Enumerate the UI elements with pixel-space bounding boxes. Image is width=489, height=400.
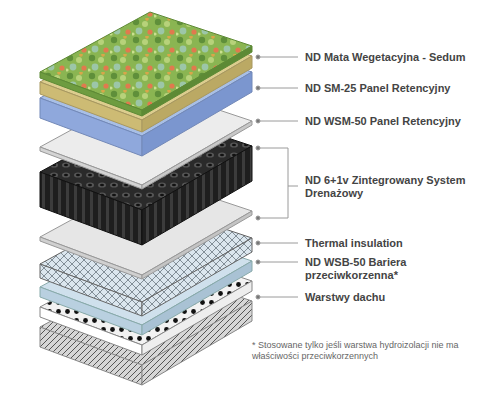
leader-lines xyxy=(256,295,260,299)
leader-lines xyxy=(256,86,260,90)
layer-label: ND WSB-50 Bariera przeciwkorzenna* xyxy=(305,256,433,282)
layer-label: Warstwy dachu xyxy=(305,291,485,304)
leader-lines xyxy=(256,146,260,150)
fleece-sheet xyxy=(40,147,142,189)
leader-lines xyxy=(256,241,260,245)
leader-lines xyxy=(256,260,260,264)
layer-label: ND 6+1v Zintegrowany System Drenażowy xyxy=(305,174,481,200)
leader-lines xyxy=(258,121,298,122)
sedum-mat xyxy=(40,12,252,116)
layer-label: Thermal insulation xyxy=(305,237,485,250)
leader-lines xyxy=(258,148,288,149)
leader-lines xyxy=(258,88,298,89)
leader-lines xyxy=(258,218,288,219)
leader-lines xyxy=(258,297,298,298)
leader-lines xyxy=(288,148,289,218)
leader-lines xyxy=(256,55,260,59)
layer-label: ND SM-25 Panel Retencyjny xyxy=(305,82,485,95)
leader-lines xyxy=(256,119,260,123)
leader-lines xyxy=(258,262,298,263)
leader-lines xyxy=(256,55,298,299)
footnote: * Stosowane tylko jeśli warstwa hydroizo… xyxy=(252,340,477,362)
leader-lines xyxy=(288,186,298,187)
sedum-mat xyxy=(40,72,142,116)
leader-lines xyxy=(258,243,298,244)
sedum-mat xyxy=(142,46,252,116)
layer-label: ND WSM-50 Panel Retencyjny xyxy=(305,115,485,128)
sedum-mat xyxy=(40,12,252,110)
fleece-sheet xyxy=(40,237,142,279)
leader-lines xyxy=(258,57,298,58)
layer-label: ND Mata Wegetacyjna - Sedum xyxy=(305,51,485,64)
leader-lines xyxy=(256,216,260,220)
